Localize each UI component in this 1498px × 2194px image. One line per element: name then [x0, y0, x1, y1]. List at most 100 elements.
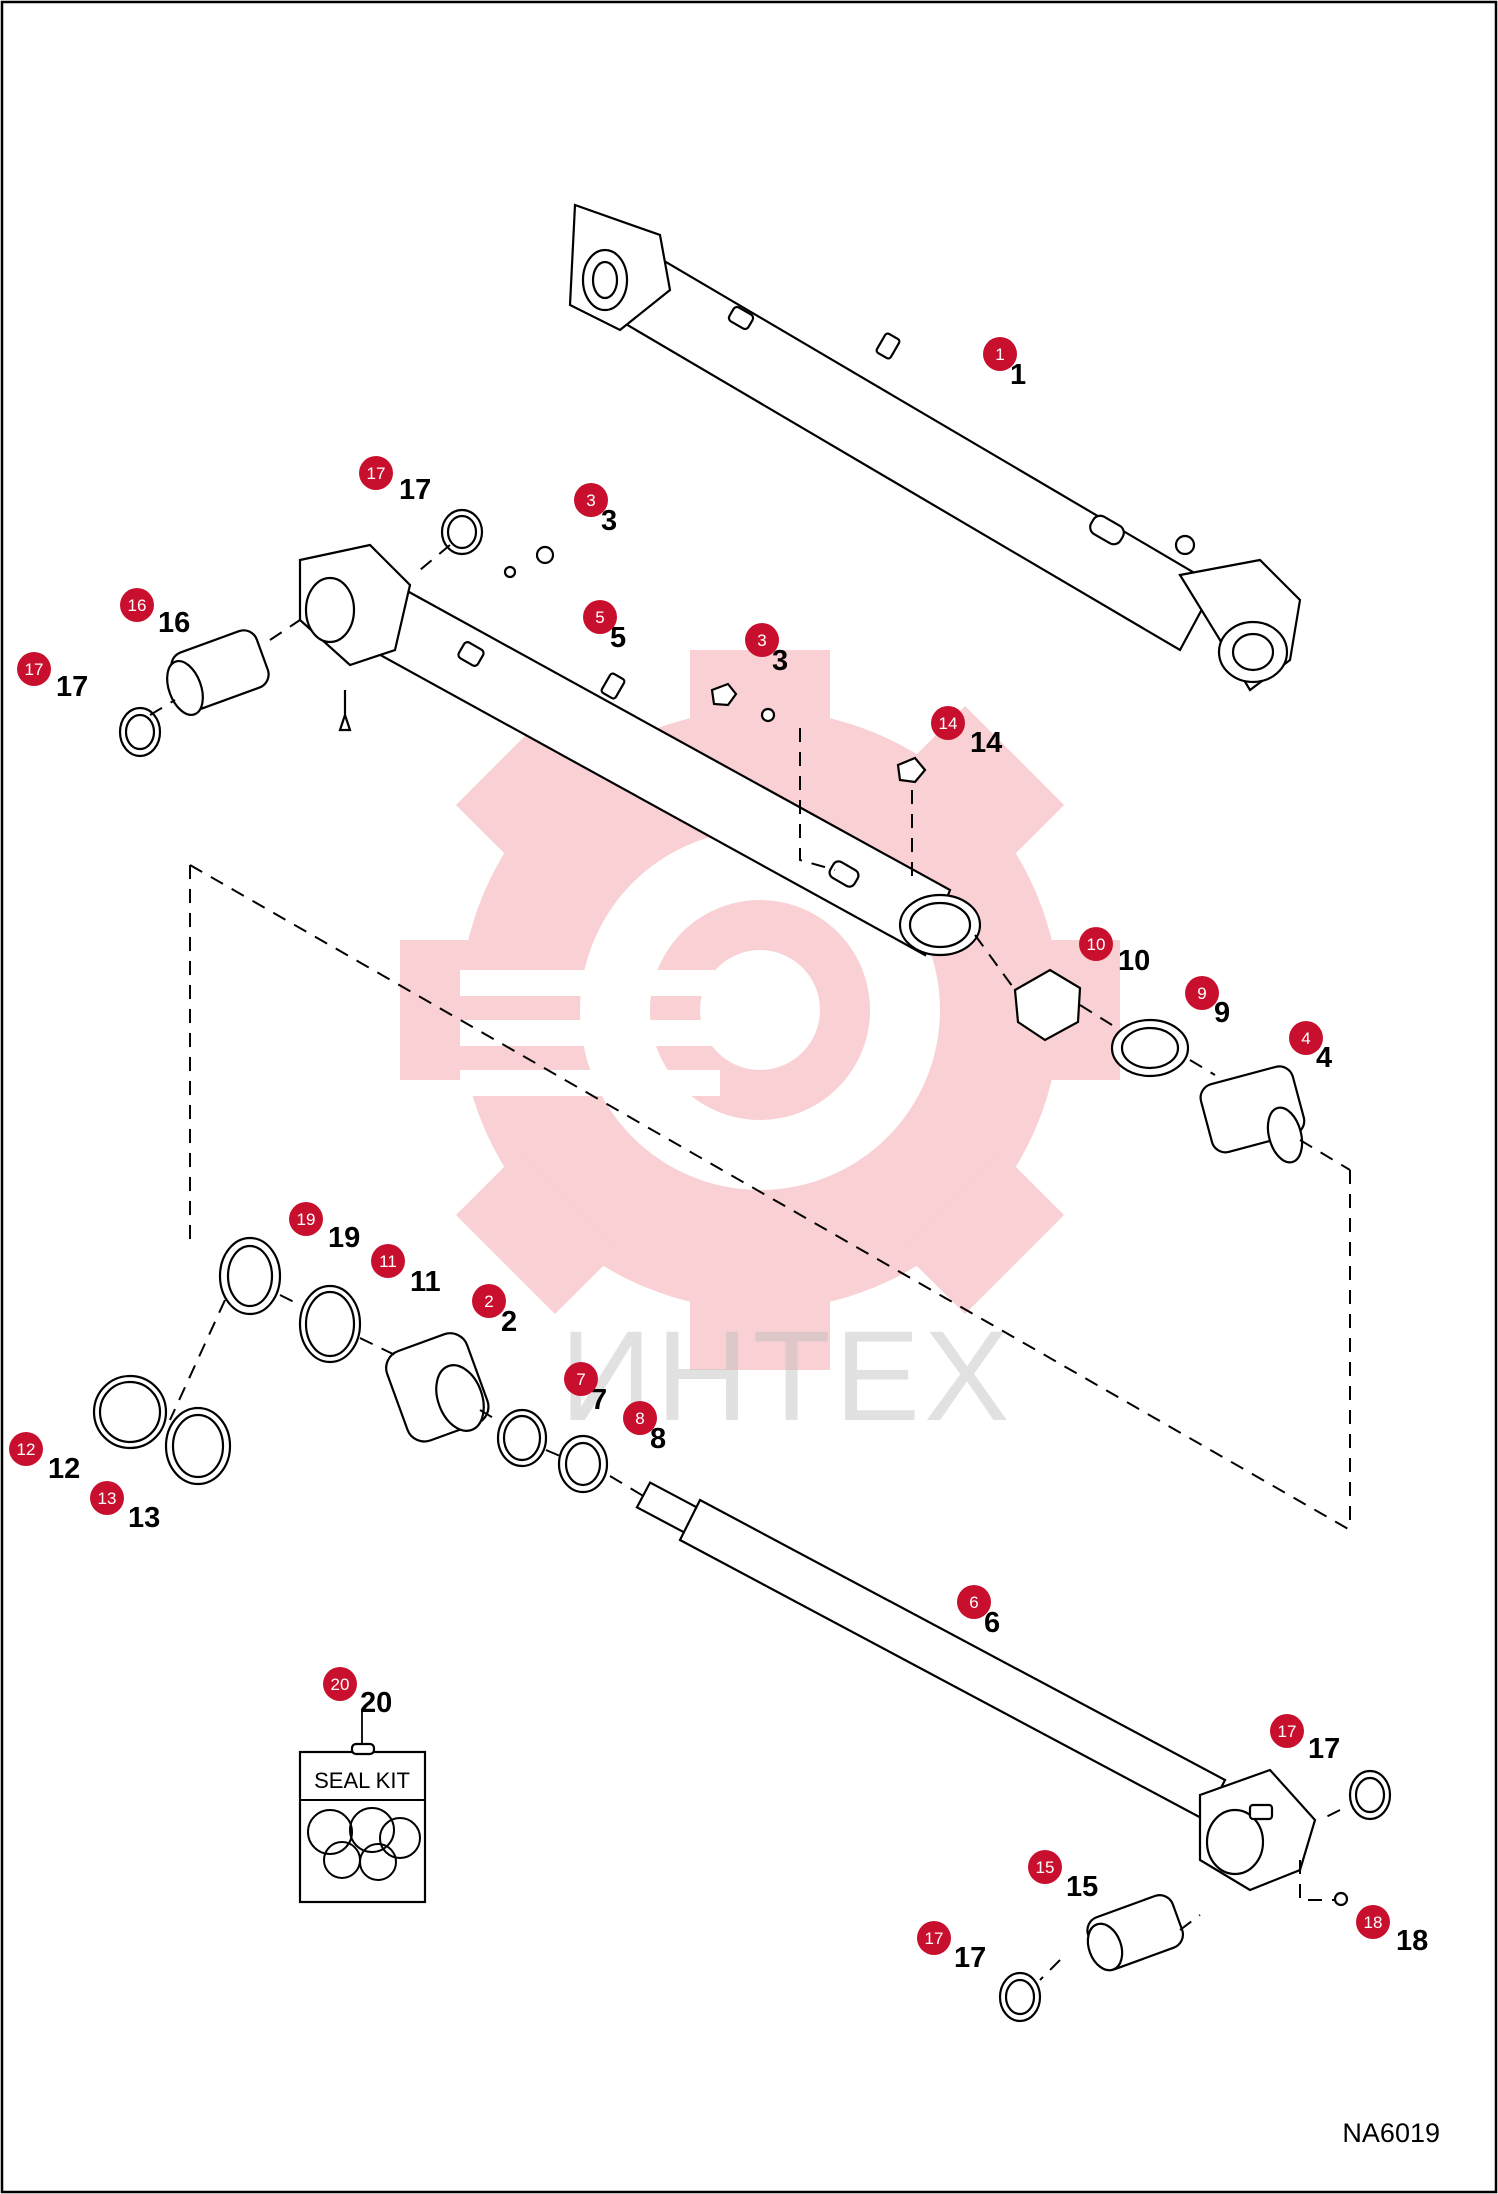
callout-badge-icon — [623, 1401, 657, 1435]
callout-badge-icon — [745, 623, 779, 657]
callout-5: 55 — [583, 600, 626, 654]
callout-badge-number: 13 — [98, 1489, 117, 1508]
part-number-label: 15 — [1066, 1871, 1098, 1903]
part-number-label: 6 — [984, 1607, 1000, 1639]
callout-badge-icon — [17, 652, 51, 686]
part-number-label: 1 — [1010, 359, 1026, 391]
callout-badge-number: 8 — [635, 1409, 644, 1428]
part-number-label: 5 — [610, 622, 626, 654]
callout-badge-icon — [1289, 1021, 1323, 1055]
callout-badge-icon — [1185, 976, 1219, 1010]
callout-1: 11 — [983, 337, 1026, 391]
callout-2: 22 — [472, 1284, 517, 1338]
part-number-label: 14 — [970, 727, 1002, 759]
seal-kit-label: SEAL KIT — [314, 1768, 410, 1793]
callout-6: 66 — [957, 1585, 1000, 1639]
callout-badge-number: 6 — [969, 1593, 978, 1612]
callout-badge-number: 17 — [25, 660, 44, 679]
seal-ring-icon — [349, 1807, 395, 1853]
callout-11: 11 11 — [371, 1244, 441, 1298]
callout-badge-number: 7 — [576, 1370, 585, 1389]
callout-badge-icon — [917, 1921, 951, 1955]
cylinder-barrel — [298, 543, 982, 957]
callout-badge-number: 17 — [925, 1929, 944, 1948]
callout-badge-number: 5 — [595, 608, 604, 627]
callout-10: 10 10 — [1079, 927, 1150, 977]
callout-badge-number: 19 — [297, 1210, 316, 1229]
part-number-label: 9 — [1214, 997, 1230, 1029]
callout-badge-number: 11 — [379, 1252, 397, 1271]
part-number-label: 4 — [1316, 1042, 1332, 1074]
part-number-label: 17 — [56, 671, 88, 703]
callout-badge-icon — [564, 1362, 598, 1396]
callout-badge-number: 4 — [1301, 1029, 1310, 1048]
assembly-lines — [149, 544, 1351, 1981]
callout-badge-number: 3 — [586, 491, 595, 510]
callout-badge-icon — [371, 1244, 405, 1278]
callout-3: 33 — [745, 623, 788, 677]
callout-14: 14 14 — [931, 706, 1002, 759]
part-number-label: 17 — [399, 474, 431, 506]
callout-13: 13 13 — [90, 1481, 160, 1534]
part-number-label: 19 — [328, 1222, 360, 1254]
callout-badge-number: 17 — [1278, 1722, 1297, 1741]
callout-badge-number: 12 — [17, 1440, 36, 1459]
callout-badge-number: 10 — [1087, 935, 1106, 954]
callout-badge-icon — [1356, 1905, 1390, 1939]
callout-8: 88 — [623, 1401, 666, 1455]
callout-badge-icon — [574, 483, 608, 517]
part-number-label: 16 — [158, 607, 190, 639]
callout-badge-icon — [359, 456, 393, 490]
callout-badge-number: 17 — [367, 464, 386, 483]
watermark-gear-icon — [400, 650, 1120, 1370]
small-parts — [118, 508, 1306, 1164]
callout-4: 44 — [1289, 1021, 1332, 1074]
callout-badge-icon — [120, 588, 154, 622]
callout-badge-icon — [1028, 1850, 1062, 1884]
part-number-label: 10 — [1118, 945, 1150, 977]
seal-ring-icon — [307, 1809, 353, 1855]
callout-badge-number: 18 — [1364, 1913, 1383, 1932]
part-number-label: 11 — [410, 1266, 441, 1298]
part-number-label: 17 — [954, 1942, 986, 1974]
piston-rod — [635, 1481, 1392, 2023]
callout-7: 77 — [564, 1362, 607, 1416]
callout-3: 33 — [574, 483, 617, 537]
part-number-label: 18 — [1396, 1925, 1428, 1957]
callout-badge-number: 14 — [939, 714, 958, 733]
callout-badge-icon — [931, 706, 965, 740]
seal-kit-box: SEAL KIT — [298, 1712, 427, 1904]
drawing-id: NA6019 — [1342, 2118, 1440, 2148]
callout-9: 99 — [1185, 976, 1230, 1029]
callout-badge-number: 20 — [331, 1675, 350, 1694]
callout-badge-icon — [323, 1667, 357, 1701]
seal-ring-icon — [379, 1817, 421, 1859]
part-number-label: 12 — [48, 1453, 80, 1485]
part-number-label: 8 — [650, 1423, 666, 1455]
seal-ring-icon — [359, 1843, 397, 1881]
part-number-label: 3 — [772, 645, 788, 677]
callout-badge-icon — [289, 1202, 323, 1236]
callout-badge-icon — [9, 1432, 43, 1466]
callout-badge-number: 16 — [128, 596, 147, 615]
callout-12: 12 12 — [9, 1432, 80, 1485]
part-number-label: 13 — [128, 1502, 160, 1534]
callout-badge-icon — [90, 1481, 124, 1515]
part-number-label: 3 — [601, 505, 617, 537]
callout-badge-number: 15 — [1036, 1858, 1055, 1877]
callout-badge-number: 9 — [1197, 984, 1206, 1003]
callout-badge-number: 2 — [484, 1292, 493, 1311]
callout-badge-icon — [472, 1284, 506, 1318]
part-number-label: 17 — [1308, 1733, 1340, 1765]
callout-badge-number: 3 — [757, 631, 766, 650]
